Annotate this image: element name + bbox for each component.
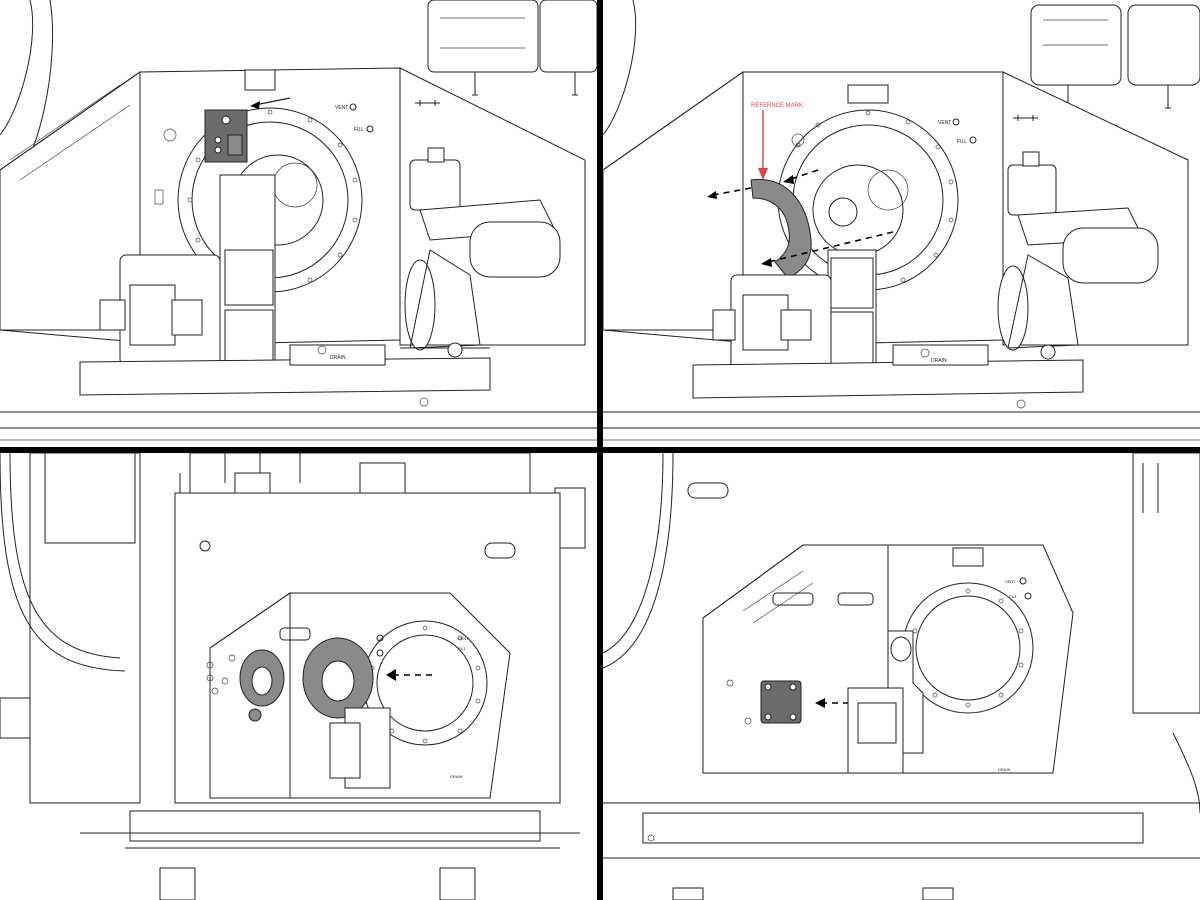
vent-label: VENT [458, 636, 469, 641]
valve-body [219, 174, 276, 381]
panel-step-3-remove-coupling: VENT FILL DRAIN [0, 453, 597, 900]
panel-1-drawing: VENT FILL DRAIN [0, 0, 597, 441]
vent-label: VENT [938, 120, 951, 126]
motor-assembly [400, 147, 561, 358]
drain-label: DRAIN [998, 767, 1011, 772]
motor-flange [777, 109, 959, 291]
valve-body [847, 687, 904, 774]
reservoir-tanks [427, 0, 597, 96]
panel-step-2-reference-mark: REFERNCE MARK [603, 0, 1200, 447]
motor-flange [362, 620, 488, 746]
panel-3-drawing: VENT FILL DRAIN [0, 453, 586, 900]
base-plate [603, 802, 1200, 900]
fill-label: FILL [458, 646, 467, 651]
reservoir-tanks [1030, 4, 1200, 109]
base-plate [79, 344, 491, 407]
panel-2-drawing: REFERNCE MARK [603, 0, 1200, 441]
vent-label: VENT [1005, 579, 1016, 584]
drain-label: DRAIN [931, 358, 947, 364]
vent-label: VENT [335, 105, 348, 111]
motor-assembly [997, 151, 1159, 360]
manifold-block-highlight [204, 109, 248, 163]
right-frame [1132, 453, 1200, 814]
valve-body [329, 707, 391, 789]
panel-step-1-remove-manifold-block: VENT FILL DRAIN [0, 0, 597, 447]
frame-left [0, 453, 141, 804]
base-plate [80, 810, 580, 900]
fill-label: FILL [1009, 594, 1018, 599]
hydraulic-pump [712, 274, 832, 371]
loose-bolts [206, 654, 236, 695]
fill-label: FILL [957, 139, 967, 145]
drain-label: DRAIN [450, 774, 463, 779]
valve-body [827, 249, 877, 381]
coupling-highlight [239, 637, 374, 722]
frame-left [603, 453, 729, 669]
fill-label: FILL [354, 127, 364, 133]
panel-4-drawing: VENT FILL DRAIN [603, 453, 1200, 900]
cover-plate-highlight [760, 680, 802, 724]
drain-label: DRAIN [330, 355, 346, 361]
removal-arrow [254, 97, 291, 106]
reference-mark-label: REFERNCE MARK [751, 103, 803, 109]
motor-flange [902, 582, 1034, 714]
hydraulic-pump [99, 254, 221, 366]
panel-step-4-remove-cover: VENT FILL DRAIN [603, 453, 1200, 900]
base-plate [692, 344, 1084, 409]
